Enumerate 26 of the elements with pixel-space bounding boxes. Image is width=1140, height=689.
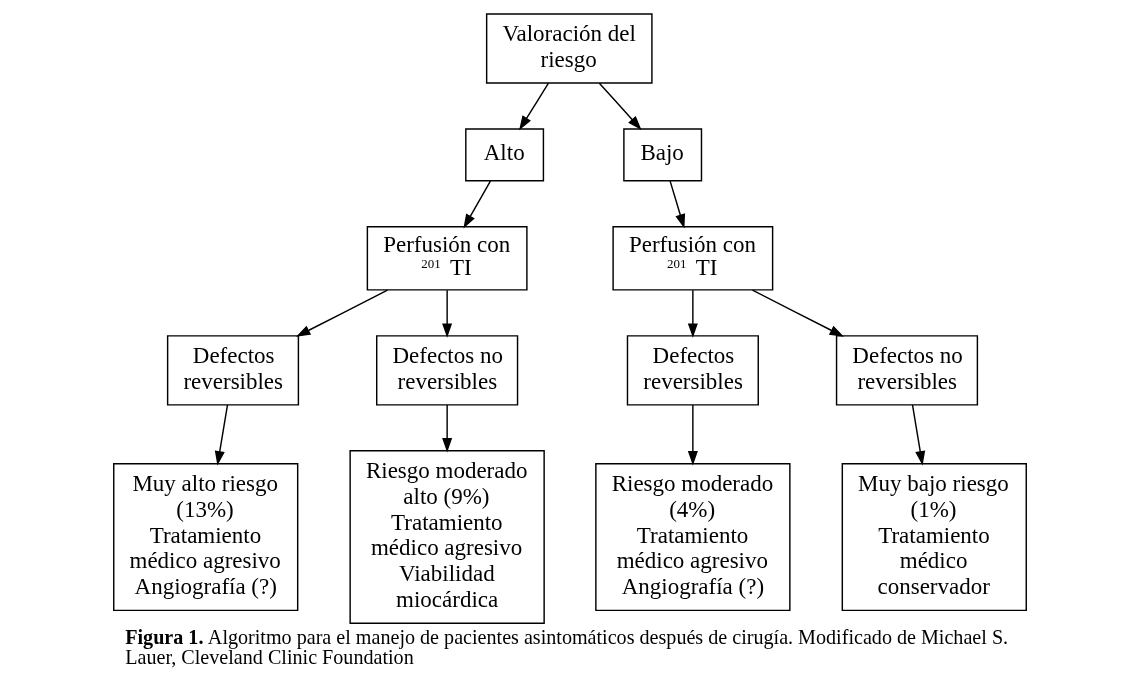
arrow [442,404,453,453]
arrow [687,404,698,466]
node-box: Perfusión con $^{201}$ TI [366,225,528,291]
node-box: Defectos no reversibles [376,335,519,406]
node-box: Defectos reversibles [626,335,759,406]
node-box: Defectos reversibles [166,335,300,406]
node-box: Bajo [623,128,703,182]
arrow [687,289,698,338]
node-box: Riesgo moderado alto (9%) Tratamiento médico agresivo Viabilidad miocárdica [349,450,545,624]
arrow [463,180,492,229]
node-box: Muy alto riesgo (13%) Tratamiento médico agresivo Angiografía (?) [113,463,299,612]
arrow [598,82,642,130]
arrow [669,180,686,229]
arrow [519,82,550,131]
node-box: Valoración del riesgo [485,13,653,84]
arrow [442,289,453,338]
node-box: Riesgo moderado (4%) Tratamiento médico agresivo Angiografía (?) [595,463,791,612]
node-box: Defectos no reversibles [835,335,979,406]
node-box: Alto [465,128,545,182]
node-box: Perfusión con $^{201}$ TI [612,225,774,291]
caption: Figura 1. Algoritmo para el manejo de pacientes asintomáticos después de cirugía. Modificado de Michael S. Lauer, Cleveland Clinic Foundation [125,625,1009,668]
arrow [751,289,844,337]
node-box: Muy bajo riesgo (1%) Tratamiento médico conservador [841,463,1027,612]
arrow [214,404,229,466]
arrow [911,404,926,466]
arrow [296,289,389,337]
